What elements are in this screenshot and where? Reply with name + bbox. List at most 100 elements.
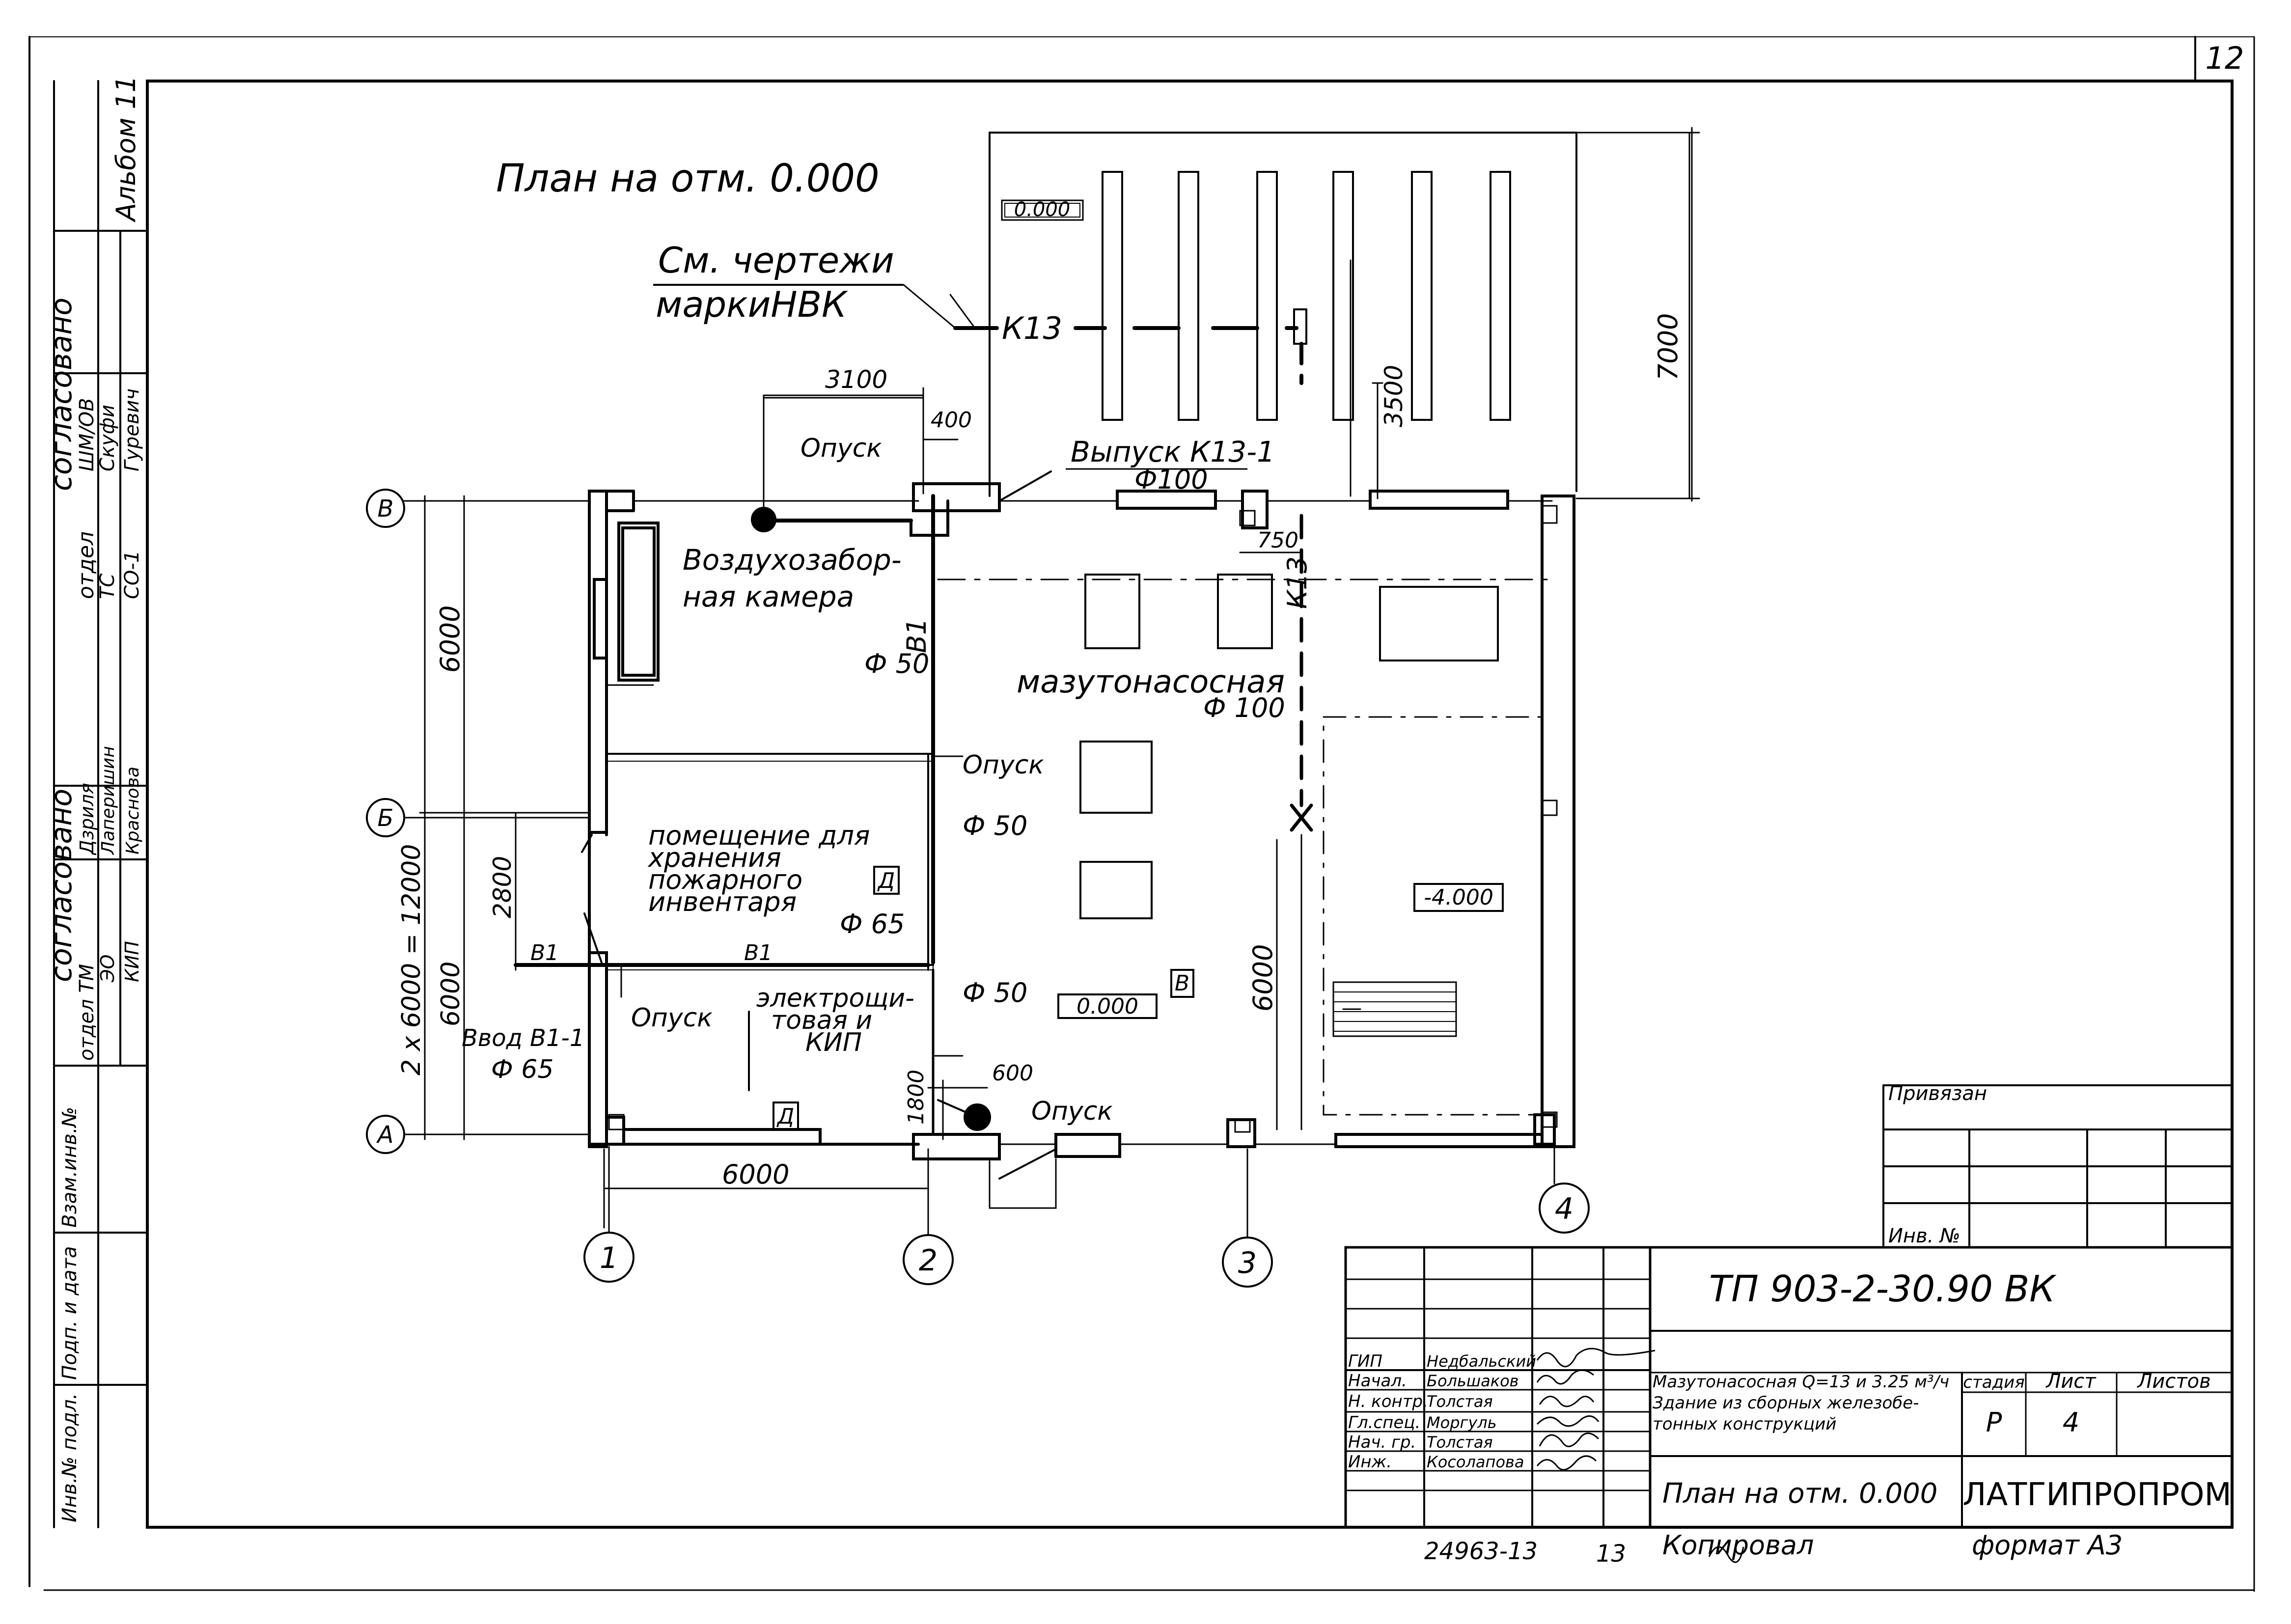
mark-v: В (1175, 971, 1189, 996)
sheet-frame (28, 36, 2255, 1592)
name-1: Большаков (1427, 1372, 1519, 1390)
stage-value: Р (1986, 1407, 2002, 1438)
album-label: Альбом 11 (110, 76, 141, 222)
note-line1: См. чертежи (658, 240, 894, 281)
room-air-chamber-1: Воздухозабор- (683, 543, 902, 577)
sheets-header: Листов (2136, 1370, 2210, 1393)
soglasovano-top: согласовано (44, 298, 79, 491)
role-5: Инж. (1348, 1452, 1392, 1472)
level-middle: 0.000 (1076, 994, 1138, 1019)
footer-page: 13 (1596, 1540, 1626, 1568)
level-pit: -4.000 (1424, 885, 1493, 910)
strip-field-1: Подп. и дата (58, 1246, 81, 1380)
dim-7000: 7000 (1653, 313, 1684, 381)
role-2: Н. контр. (1348, 1392, 1428, 1411)
dim-3100: 3100 (825, 365, 887, 394)
footer-copied: Копировал (1662, 1530, 1814, 1561)
strip-row-top-2a: СО-1 (121, 551, 143, 599)
strip-row-top-1b: Скуфи (96, 405, 119, 471)
room-fire-3: пожарного (648, 864, 802, 895)
left-approval-strip (53, 80, 148, 1528)
dim-6000-bottom: 6000 (722, 1159, 789, 1190)
axis-2: 2 (919, 1243, 938, 1278)
description-2: Здание из сборных железобе- (1653, 1393, 1919, 1413)
signatures (1536, 1348, 1744, 1563)
sheet-value: 4 (2063, 1407, 2079, 1438)
axis-4: 4 (1555, 1192, 1573, 1226)
room-electro-1: электрощи- (756, 984, 914, 1013)
name-5: Косолапова (1427, 1453, 1524, 1471)
dim-600: 600 (992, 1061, 1033, 1086)
b1-mid: В1 (744, 940, 773, 965)
strip-row-bottom-2a: КИП (121, 941, 143, 982)
strip-row-bottom-0a: отдел ТМ (76, 964, 98, 1061)
water-pipe-b1 (514, 387, 991, 1136)
mark-d1: Д (877, 868, 895, 893)
phi50-b: Ф 50 (963, 810, 1027, 841)
k13-label: К13 (1002, 310, 1062, 346)
strip-row-top-2b: Гуревич (121, 388, 143, 471)
note-line2: маркиНВК (656, 284, 848, 325)
opusk3: Опуск (631, 1003, 713, 1033)
strip-row-bottom-1b: Лаперишин (98, 746, 118, 855)
b1-vertical-label: В1 (901, 618, 932, 653)
soglasovano-bottom: согласовано (44, 789, 79, 982)
drawing-title: План на отм. 0.000 (1662, 1478, 1937, 1510)
room-electro-2: товая и (771, 1006, 872, 1035)
phi100-b: Ф 100 (1203, 692, 1285, 723)
organization: ЛАТГИПРОПРОМ (1962, 1477, 2231, 1513)
strip-row-bottom-1a: ЭО (97, 955, 118, 983)
name-3: Моргуль (1427, 1413, 1497, 1432)
sheet-header: Лист (2045, 1370, 2097, 1393)
k13-vertical (1290, 514, 1313, 1130)
phi50-a: Ф 50 (864, 648, 929, 679)
strip-row-bottom-0b: Дзриля (76, 783, 98, 855)
room-fire-4: инвентаря (648, 886, 797, 917)
dim-2800: 2800 (488, 856, 517, 918)
role-0: ГИП (1348, 1351, 1382, 1371)
phi100-a: Ф100 (1134, 464, 1208, 495)
dim-400: 400 (931, 408, 972, 433)
dim-750: 750 (1257, 528, 1298, 553)
strip-field-2: Инв.№ подл. (58, 1393, 81, 1522)
axis-b: Б (378, 804, 394, 832)
page-number: 12 (2206, 40, 2244, 76)
description-3: тонных конструкций (1653, 1414, 1836, 1434)
room-air-chamber-2: ная камера (683, 580, 854, 613)
phi50-c: Ф 50 (963, 977, 1027, 1008)
room-electro-3: КИП (805, 1028, 862, 1057)
k13-vertical-label: К13 (1282, 556, 1313, 609)
axis-1: 1 (600, 1241, 618, 1275)
axis-v: В (378, 495, 394, 523)
dim-6000-left: 6000 (435, 606, 466, 673)
strip-row-top-0b: ШМ/ОВ (76, 398, 98, 471)
vypusk-label: Выпуск К13-1 (1071, 435, 1275, 468)
dim-6000-right: 6000 (1247, 944, 1278, 1012)
footer-number: 24963-13 (1424, 1538, 1538, 1565)
plan-title: План на отм. 0.000 (496, 157, 880, 201)
strip-row-bottom-2b: Краснова (123, 767, 143, 854)
role-4: Нач. гр. (1348, 1432, 1416, 1452)
description-1: Мазутонасосная Q=13 и 3.25 м³/ч (1653, 1372, 1949, 1392)
stage-header: стадия (1963, 1373, 2024, 1392)
strip-field-0: Взам.инв.№ (58, 1107, 81, 1228)
privyazan-inv: Инв. № (1888, 1225, 1960, 1247)
room-pump: мазутонасосная (1017, 664, 1285, 700)
dim-6000-left2: 6000 (436, 962, 466, 1026)
opusk1: Опуск (800, 434, 882, 463)
privyazan-block (1882, 1084, 2233, 1248)
axis-a: А (376, 1121, 394, 1149)
mark-d2: Д (776, 1104, 794, 1129)
name-0: Недбальский (1427, 1352, 1536, 1371)
opusk2: Опуск (963, 750, 1044, 780)
drawing-code: ТП 903-2-30.90 ВК (1709, 1268, 2057, 1310)
axis-markers (366, 489, 1590, 1288)
b1-left: В1 (530, 940, 559, 965)
dim-1800: 1800 (904, 1070, 929, 1125)
strip-row-top-1a: ТС (96, 574, 119, 599)
strip-row-top-0a: отдел (74, 531, 99, 599)
dim-2x6000: 2 x 6000 = 12000 (397, 844, 426, 1075)
room-fire-1: помещение для (648, 820, 870, 851)
phi65: Ф 65 (840, 908, 905, 939)
